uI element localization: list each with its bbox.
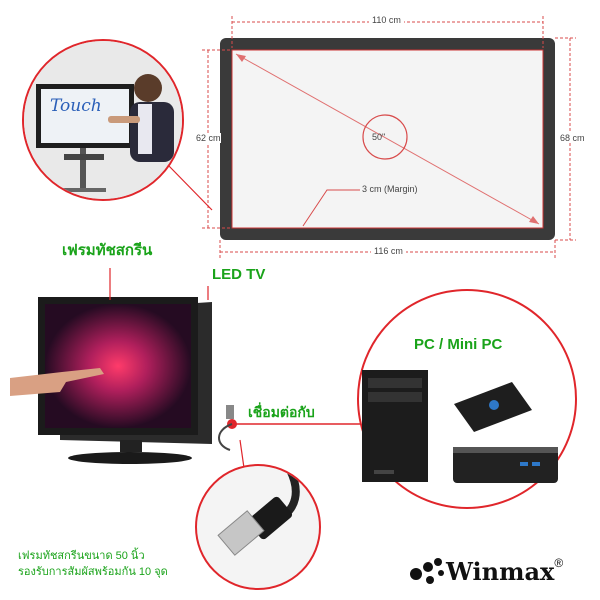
- diagonal-line: [235, 53, 540, 225]
- frame-label: เฟรมทัชสกรีน: [62, 242, 153, 259]
- pc-tower: [362, 370, 428, 482]
- right-height-label: 68 cm: [560, 133, 585, 143]
- caption-line-2: รองรับการสัมผัสพร้อมกัน 10 จุด: [18, 566, 168, 578]
- brand-reg: ®: [554, 556, 564, 570]
- stick-pc: [454, 382, 532, 432]
- connect-label: เชื่อมต่อกับ: [248, 404, 315, 420]
- diagonal-circle: [362, 114, 408, 160]
- margin-pointer: [302, 189, 360, 227]
- diagonal-label: 50": [372, 132, 385, 142]
- photo-screen-text: Touch: [50, 96, 102, 116]
- mini-pc: [453, 447, 558, 483]
- photo-pointer: [167, 164, 213, 211]
- tv-stand: [68, 452, 192, 464]
- top-width-label: 110 cm: [369, 15, 404, 25]
- left-height-label: 62 cm: [196, 133, 221, 143]
- brand-logo: Winmax ®: [408, 556, 563, 586]
- hand: [10, 368, 104, 396]
- caption: เฟรมทัชสกรีนขนาด 50 นิ้ว รองรับการสัมผัส…: [18, 548, 168, 580]
- winmax-dots-icon: [410, 558, 444, 584]
- person-head: [134, 74, 162, 102]
- pc-label: PC / Mini PC: [414, 336, 503, 353]
- margin-label: 3 cm (Margin): [362, 184, 418, 194]
- caption-line-1: เฟรมทัชสกรีนขนาด 50 นิ้ว: [18, 550, 145, 562]
- brand-name: Winmax: [446, 556, 555, 586]
- led-tv-label: LED TV: [212, 266, 266, 283]
- bottom-width-label: 116 cm: [371, 246, 406, 256]
- diagonal-arrow-end: [529, 216, 539, 224]
- diagonal-arrow-start: [236, 54, 246, 62]
- touch-burst: [45, 304, 191, 428]
- usb-plug-metal: [217, 510, 265, 556]
